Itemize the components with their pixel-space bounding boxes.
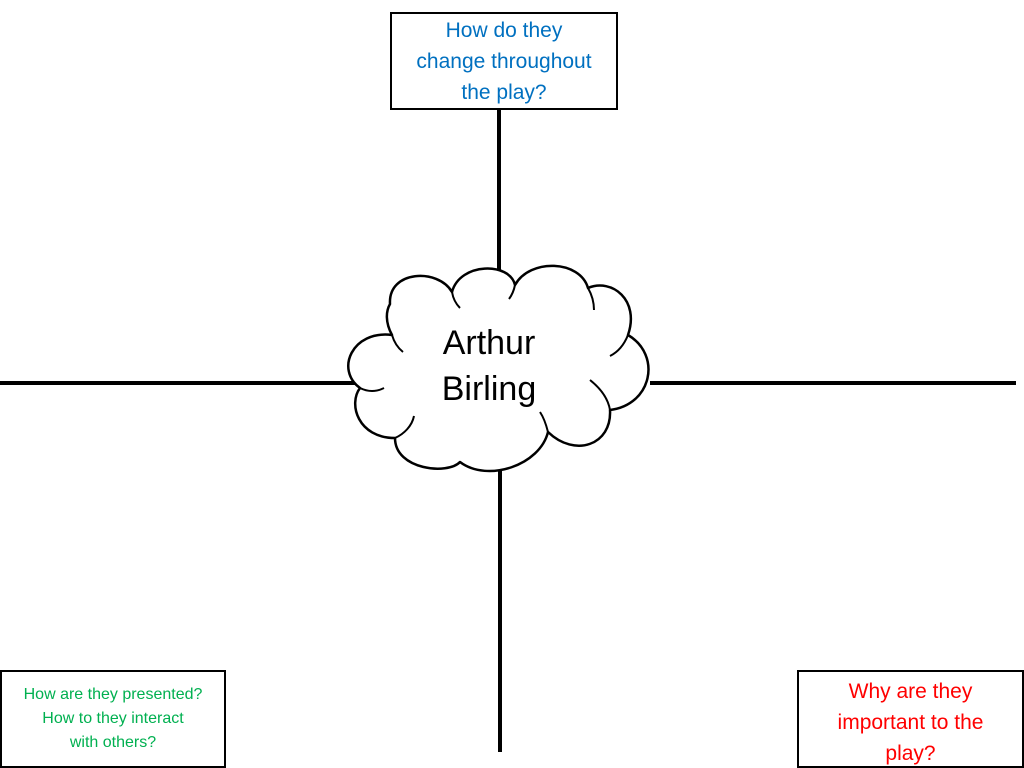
prompt-box-presentation: How are they presented? How to they inte…: [0, 670, 226, 768]
central-topic-label: Arthur Birling: [441, 324, 537, 408]
connector-line-top: [497, 108, 501, 280]
cloud-inner-arc-7: [609, 334, 629, 357]
cloud-inner-arc-6: [587, 287, 595, 311]
cloud-inner-arc-2: [359, 387, 385, 392]
prompt-box-change: How do they change throughout the play?: [390, 12, 618, 110]
cloud-inner-arc-3: [391, 334, 404, 353]
cloud-inner-arc-4: [451, 291, 461, 309]
cloud-inner-arc-8: [589, 379, 611, 411]
prompt-box-importance: Why are they important to the play?: [797, 670, 1024, 768]
connector-line-right: [650, 381, 1016, 385]
cloud-inner-arc-9: [539, 411, 549, 433]
prompt-text-presentation: How are they presented? How to they inte…: [23, 686, 203, 751]
cloud-outline: [347, 264, 650, 473]
connector-line-bottom: [498, 470, 502, 752]
prompt-text-importance: Why are they important to the play?: [837, 680, 984, 765]
cloud-inner-arc-5: [508, 284, 516, 300]
cloud-inner-arc-1: [394, 415, 415, 439]
prompt-text-change: How do they change throughout the play?: [416, 18, 592, 104]
connector-line-left: [0, 381, 362, 385]
